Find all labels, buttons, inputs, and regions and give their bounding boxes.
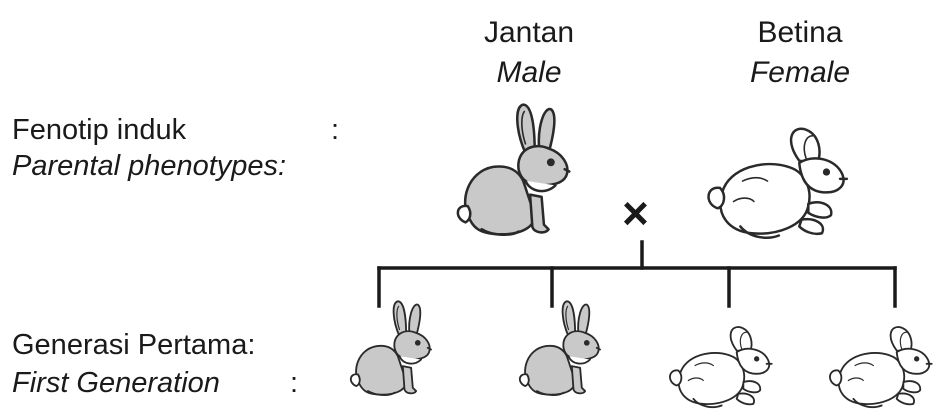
white-rabbit-icon bbox=[820, 322, 945, 414]
parental-label: Fenotip induk bbox=[12, 114, 187, 146]
male-label: Jantan bbox=[483, 16, 575, 49]
female-label-english: Female bbox=[749, 56, 851, 89]
male-header: Jantan Male bbox=[449, 18, 609, 88]
first-generation-colon: : bbox=[290, 367, 299, 399]
grey-rabbit-icon bbox=[512, 298, 620, 406]
white-rabbit-icon bbox=[660, 322, 785, 414]
first-generation-label: Generasi Pertama: bbox=[12, 329, 256, 361]
cross-symbol: × bbox=[622, 187, 649, 239]
male-label-english: Male bbox=[496, 56, 562, 89]
parental-label-english: Parental phenotypes: bbox=[12, 150, 287, 182]
first-generation-label-english: First Generation bbox=[12, 367, 220, 399]
female-header: Betina Female bbox=[720, 18, 880, 88]
female-label: Betina bbox=[757, 16, 843, 49]
parental-colon: : bbox=[331, 114, 340, 146]
grey-rabbit-icon bbox=[343, 298, 451, 406]
